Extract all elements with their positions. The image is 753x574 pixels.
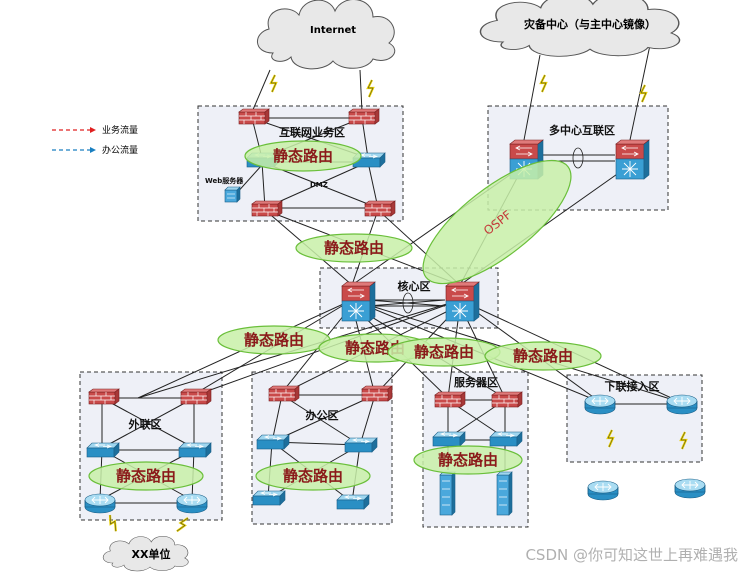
office-switch-bottom-left-icon — [252, 490, 286, 506]
legend-office-label: 办公流量 — [102, 144, 138, 156]
static-route-server-label: 静态路由 — [438, 451, 498, 469]
static-route-external-label: 静态路由 — [116, 467, 176, 485]
multi-center-core-right-icon — [615, 139, 650, 180]
office-switch-bottom-right-icon — [336, 494, 370, 510]
legend-business-label: 业务流量 — [102, 124, 138, 136]
zone-downlink-title: 下联接入区 — [605, 379, 660, 393]
server-fw-right-icon — [491, 391, 523, 408]
downlink-router-right-icon — [666, 394, 698, 415]
external-switch-right-icon — [178, 442, 212, 458]
disaster-cloud-label: 灾备中心（与主中心镜像） — [524, 17, 656, 31]
static-route-core-top-label: 静态路由 — [324, 239, 384, 257]
external-switch-left-icon — [86, 442, 120, 458]
multi-center-link-aggregation-icon — [572, 147, 584, 169]
office-switch-left-icon — [256, 434, 290, 450]
office-switch-right-icon — [344, 437, 378, 453]
static-route-internet-label: 静态路由 — [273, 147, 333, 165]
zone-multi-center-title: 多中心互联区 — [549, 123, 615, 137]
downlink-router-bottom-left-icon — [587, 480, 619, 501]
zone-external-title: 外联区 — [128, 417, 162, 431]
watermark: CSDN @你可知这世上再难遇我 — [525, 546, 738, 564]
zone-server-title: 服务器区 — [454, 375, 498, 389]
static-route-downlink-label: 静态路由 — [513, 347, 573, 365]
core-switch-left-icon — [341, 281, 376, 322]
web-server-icon — [224, 186, 241, 203]
external-fw-right-icon — [180, 388, 212, 405]
server-switch-right-icon — [489, 431, 523, 447]
internet-fw-left-icon — [238, 108, 270, 125]
dmz-fw-right-icon — [364, 200, 396, 217]
zone-office-title: 办公区 — [306, 408, 339, 422]
dmz-label: DMZ — [310, 181, 328, 189]
office-fw-right-icon — [361, 385, 393, 402]
ospf-ellipse — [422, 159, 572, 285]
legend: 业务流量 办公流量 — [52, 124, 138, 156]
downlink-router-left-icon — [584, 394, 616, 415]
downlink-router-bottom-right-icon — [674, 478, 706, 499]
internet-fw-right-icon — [348, 108, 380, 125]
static-route-office-label: 静态路由 — [283, 467, 343, 485]
core-switch-right-icon — [445, 281, 480, 322]
server-rack-right-icon — [496, 471, 513, 516]
server-rack-left-icon — [439, 471, 456, 516]
external-router-left-icon — [84, 493, 116, 514]
dmz-fw-left-icon — [251, 200, 283, 217]
static-route-external-link-label: 静态路由 — [244, 331, 304, 349]
zone-core-title: 核心区 — [398, 279, 431, 293]
external-router-right-icon — [176, 493, 208, 514]
legend-business-arrow-icon — [90, 127, 96, 133]
office-fw-left-icon — [268, 385, 300, 402]
legend-office-arrow-icon — [90, 147, 96, 153]
core-link-aggregation-icon — [402, 292, 414, 314]
static-route-server-link-label: 静态路由 — [414, 343, 474, 361]
external-fw-left-icon — [88, 388, 120, 405]
server-fw-left-icon — [434, 391, 466, 408]
zone-downlink-box — [566, 374, 703, 463]
xx-unit-cloud-label: XX单位 — [132, 547, 171, 561]
server-switch-left-icon — [432, 431, 466, 447]
internet-cloud-label: Internet — [310, 25, 356, 36]
zone-internet-biz-title: 互联网业务区 — [279, 125, 345, 139]
web-server-label: Web服务器 — [205, 176, 244, 185]
